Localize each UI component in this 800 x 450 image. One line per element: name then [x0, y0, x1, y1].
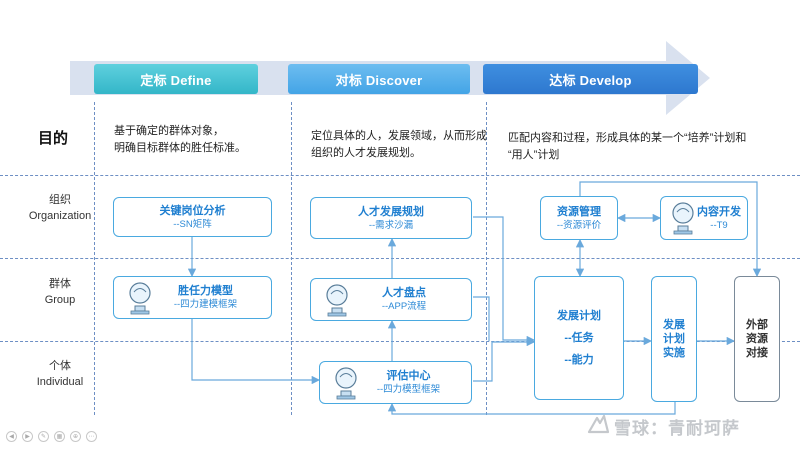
purpose-line: 定位具体的人，发展领域，从而形成 [311, 130, 487, 142]
snowball-logo-icon [587, 414, 610, 434]
assessment-center-box: 评估中心 --四力模型框架 [319, 361, 472, 404]
purpose-label: 目的 [38, 130, 69, 147]
row-label-en: Group [44, 294, 76, 306]
phase-discover: 对标 Discover [288, 64, 470, 94]
row-label-cn: 组织 [49, 194, 71, 206]
row-label-cn: 个体 [49, 360, 71, 372]
box-line: 实施 [663, 347, 685, 359]
row-divider [0, 341, 800, 342]
box-subtitle: --T9 [710, 219, 728, 231]
next-slide-icon[interactable]: ▶ [22, 431, 33, 442]
box-subtitle: --四力建模框架 [173, 299, 238, 310]
model-bust-icon [326, 283, 348, 316]
box-line: 计划 [663, 333, 685, 345]
box-title: 胜任力模型 [178, 285, 233, 297]
purpose-line: 匹配内容和过程，形成具体的某一个“培养”计划和 [508, 132, 747, 144]
talent-plan-box: 人才发展规划 --需求沙漏 [310, 197, 472, 239]
phase-define: 定标 Define [94, 64, 258, 94]
more-icon[interactable]: ⋯ [86, 431, 97, 442]
plan-impl-box: 发展 计划 实施 [651, 276, 697, 402]
box-line: 资源 [746, 333, 768, 345]
content-dev-box: 内容开发 --T9 [660, 196, 748, 240]
purpose-define: 基于确定的群体对象， 明确目标群体的胜任标准。 [114, 123, 246, 157]
purpose-discover: 定位具体的人，发展领域，从而形成 组织的人才发展规划。 [311, 128, 487, 162]
row-label-individual: 个体 Individual [20, 358, 100, 390]
row-label-cn: 群体 [49, 278, 71, 290]
row-divider [0, 258, 800, 259]
purpose-line: 基于确定的群体对象， [114, 125, 224, 137]
resource-mgmt-box: 资源管理 --资源评价 [540, 196, 618, 240]
slides-icon[interactable]: ▦ [54, 431, 65, 442]
model-bust-icon [129, 281, 151, 314]
model-bust-icon [335, 366, 357, 399]
purpose-line: 组织的人才发展规划。 [311, 147, 421, 159]
zoom-icon[interactable]: ⊕ [70, 431, 81, 442]
competency-model-box: 胜任力模型 --四力建模框架 [113, 276, 272, 319]
box-title: 人才发展规划 [358, 205, 424, 218]
phase-develop: 达标 Develop [483, 64, 698, 94]
box-title: 人才盘点 [382, 287, 426, 299]
prev-slide-icon[interactable]: ◀ [6, 431, 17, 442]
external-resource-box: 外部 资源 对接 [734, 276, 780, 402]
talent-review-box: 人才盘点 --APP流程 [310, 278, 472, 321]
box-subtitle: --资源评价 [556, 219, 602, 231]
box-subtitle: --四力模型框架 [376, 384, 441, 395]
box-subtitle: --需求沙漏 [368, 219, 414, 231]
key-position-box: 关键岗位分析 --SN矩阵 [113, 197, 272, 237]
row-label-en: Individual [36, 376, 84, 388]
box-line: --能力 [564, 354, 594, 366]
row-label-organization: 组织 Organization [20, 192, 100, 224]
watermark-text: 雪球：青耐珂萨 [614, 419, 740, 438]
box-subtitle: --APP流程 [381, 301, 427, 312]
box-title: 内容开发 [697, 205, 741, 218]
box-line: 对接 [746, 347, 768, 359]
box-line: 发展 [663, 319, 685, 331]
purpose-line: “用人”计划 [508, 149, 560, 161]
box-line: 外部 [746, 319, 768, 331]
box-title: 评估中心 [386, 370, 431, 382]
box-line: --任务 [564, 332, 594, 344]
row-label-en: Organization [28, 210, 92, 222]
row-label-group: 群体 Group [20, 276, 100, 308]
model-bust-icon [672, 202, 694, 235]
slideshow-toolbar[interactable]: ◀ ▶ ✎ ▦ ⊕ ⋯ [6, 431, 97, 442]
box-subtitle: --SN矩阵 [173, 218, 212, 230]
dev-plan-box: 发展计划 --任务 --能力 [534, 276, 624, 400]
purpose-develop: 匹配内容和过程，形成具体的某一个“培养”计划和 “用人”计划 [508, 130, 746, 164]
box-title: 关键岗位分析 [159, 204, 226, 217]
box-title: 发展计划 [557, 310, 601, 322]
box-title: 资源管理 [557, 205, 601, 218]
pen-icon[interactable]: ✎ [38, 431, 49, 442]
purpose-line: 明确目标群体的胜任标准。 [114, 142, 246, 154]
row-divider [0, 175, 800, 176]
